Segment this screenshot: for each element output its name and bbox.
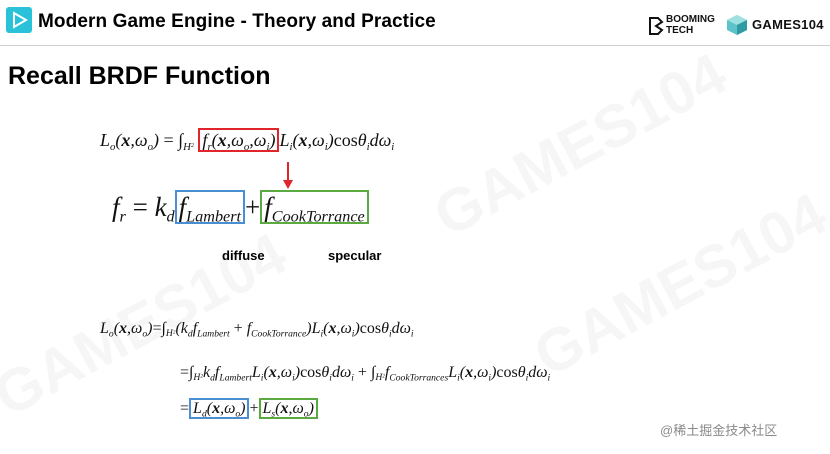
- label-diffuse: diffuse: [222, 248, 265, 263]
- booming-mark-icon: [649, 17, 664, 35]
- expanded-equation-line1: Lo(x,ωo)=∫H2(kdfLambert + fCookTorrance)…: [100, 320, 414, 340]
- brdf-box-red: fr(x,ωo,ωi): [198, 128, 280, 153]
- games-cube-icon: [727, 15, 747, 35]
- games104-logo: GAMES104: [726, 12, 826, 38]
- games104-text: GAMES104: [752, 17, 824, 32]
- slide-header: Modern Game Engine - Theory and Practice…: [0, 0, 830, 46]
- slide-title: Recall BRDF Function: [8, 62, 271, 90]
- lambert-box-blue: fLambert: [174, 190, 246, 226]
- expanded-equation-line3: =Ld(x,ωo)+Ls(x,ωo): [180, 398, 318, 419]
- watermark-games-3: GAMES104: [523, 179, 830, 390]
- course-title: Modern Game Engine - Theory and Practice: [38, 11, 436, 32]
- booming-line1: BOOMING: [666, 14, 715, 25]
- booming-line2: TECH: [666, 25, 694, 36]
- label-specular: specular: [328, 248, 382, 263]
- down-arrow-icon: [283, 162, 293, 189]
- ls-box-green: Ls(x,ωo): [258, 398, 318, 419]
- play-icon: [6, 7, 32, 33]
- booming-tech-logo: BOOMING TECH: [648, 12, 720, 42]
- juejin-watermark: @稀土掘金技术社区: [660, 423, 778, 438]
- rendering-equation: Lo(x,ωo) = ∫H2 fr(x,ωo,ωi)Li(x,ωi)cosθid…: [100, 128, 395, 153]
- watermark-games-1: GAMES104: [423, 39, 738, 250]
- expanded-equation-line2: =∫H2kdfLambertLi(x,ωi)cosθidωi + ∫H2fCoo…: [180, 364, 551, 384]
- cooktorrance-box-green: fCookTorrance: [260, 190, 369, 226]
- ld-box-blue: Ld(x,ωo): [189, 398, 250, 419]
